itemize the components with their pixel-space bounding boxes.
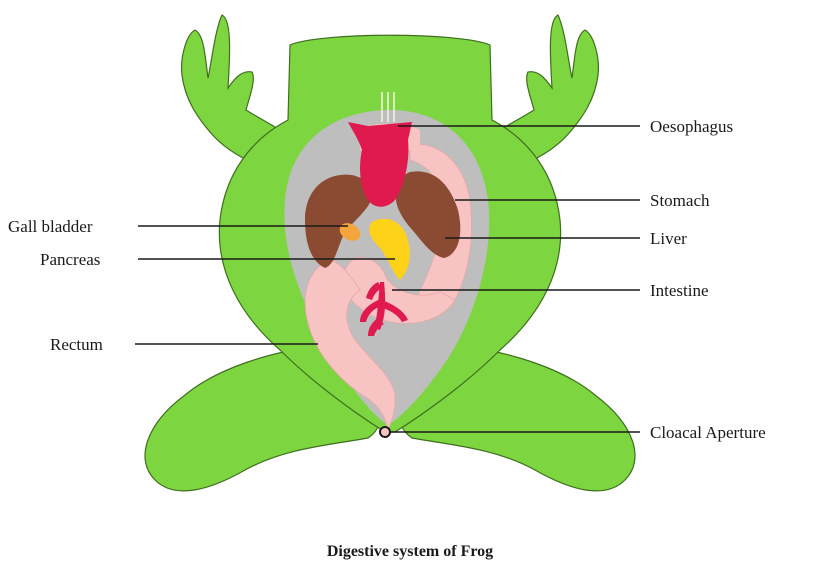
label-gall-bladder: Gall bladder bbox=[8, 217, 93, 236]
diagram-caption: Digestive system of Frog bbox=[327, 543, 493, 560]
label-intestine: Intestine bbox=[650, 281, 709, 300]
label-liver: Liver bbox=[650, 229, 687, 248]
label-oesophagus: Oesophagus bbox=[650, 117, 733, 136]
label-pancreas: Pancreas bbox=[40, 250, 100, 269]
label-cloacal-aperture: Cloacal Aperture bbox=[650, 423, 766, 442]
cloacal-aperture bbox=[380, 427, 390, 437]
label-rectum: Rectum bbox=[50, 335, 103, 354]
label-stomach: Stomach bbox=[650, 191, 710, 210]
